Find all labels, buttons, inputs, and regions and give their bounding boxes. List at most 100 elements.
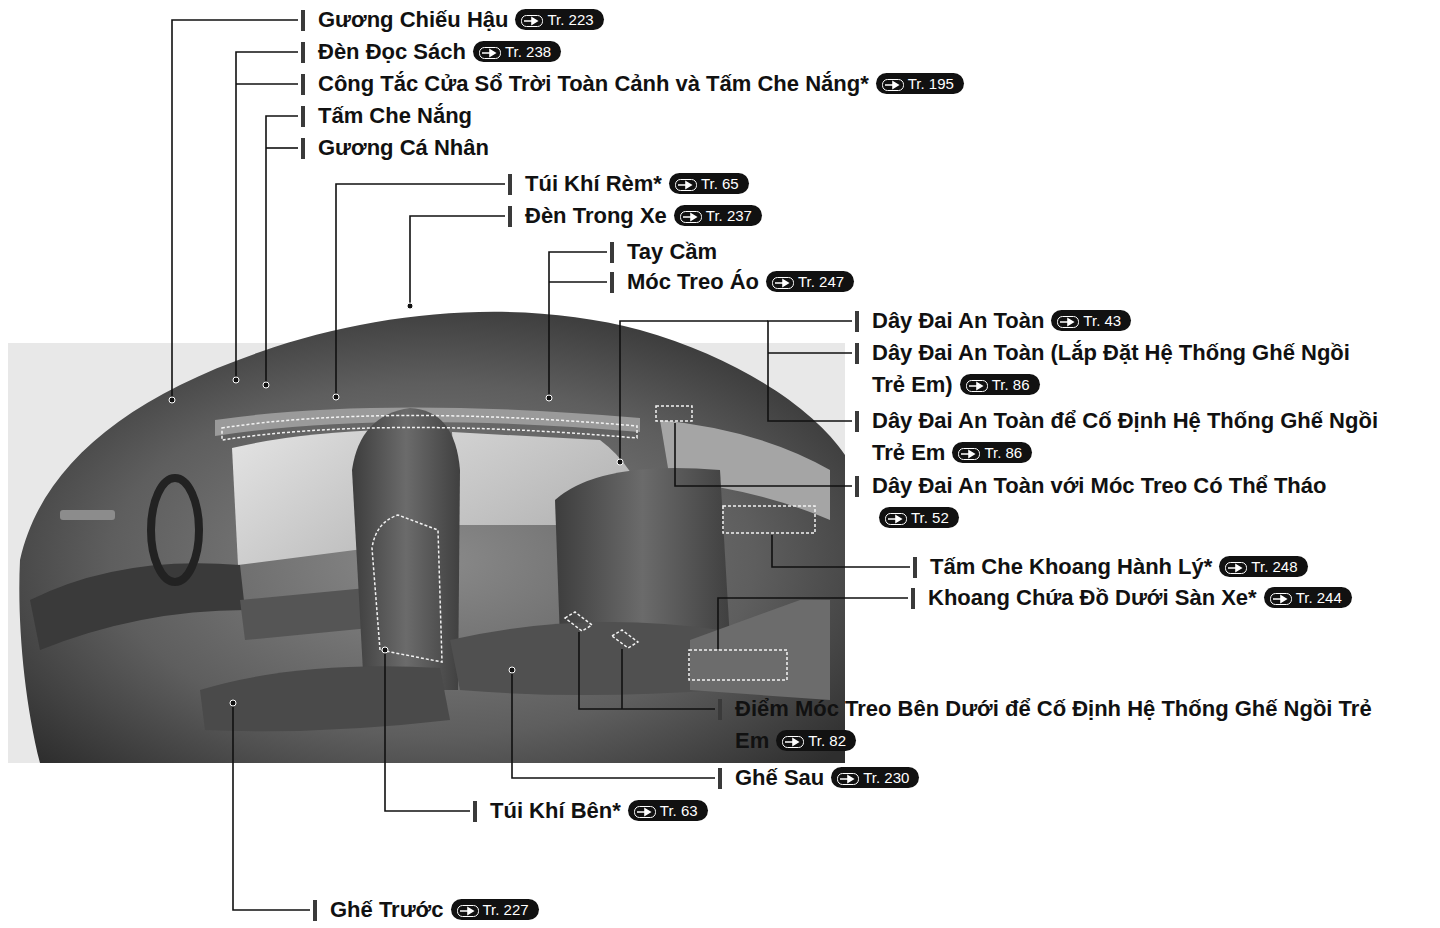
part-name: Dây Đai An Toàn xyxy=(872,308,1044,333)
label-bar xyxy=(855,476,859,497)
part-name: Ghế Sau xyxy=(735,765,824,790)
arrow-icon xyxy=(680,211,702,223)
front-seat-back xyxy=(352,408,460,690)
label-bar xyxy=(508,174,512,195)
part-name: Túi Khí Bên* xyxy=(490,798,621,823)
part-name: Gương Cá Nhân xyxy=(318,135,489,160)
steering-wheel xyxy=(151,478,199,582)
rear-seat-back xyxy=(555,468,730,640)
arrow-icon xyxy=(958,448,980,460)
label-bar xyxy=(913,557,917,578)
page-ref: Tr. 237 xyxy=(706,207,752,224)
leader-line xyxy=(512,670,715,778)
page-ref-badge: Tr. 248 xyxy=(1219,556,1307,577)
page-ref-badge: Tr. 223 xyxy=(515,9,603,30)
arrow-icon xyxy=(479,47,501,59)
storage-outline xyxy=(689,650,787,680)
leader-line xyxy=(410,216,505,306)
label-bar xyxy=(855,311,859,332)
arrow-icon xyxy=(782,736,804,748)
leader-dot xyxy=(509,667,515,673)
part-name: Tấm Che Khoang Hành Lý* xyxy=(930,554,1212,579)
page-ref-badge: Tr. 86 xyxy=(960,374,1040,395)
leader-dot xyxy=(617,459,623,465)
page-ref-badge: Tr. 244 xyxy=(1264,587,1352,608)
part-name: Công Tắc Cửa Sổ Trời Toàn Cảnh và Tấm Ch… xyxy=(318,71,869,96)
part-name: Móc Treo Áo xyxy=(627,269,759,294)
page-ref: Tr. 86 xyxy=(992,376,1030,393)
part-name: Đèn Trong Xe xyxy=(525,203,667,228)
page-ref: Tr. 247 xyxy=(798,273,844,290)
leader-dot xyxy=(333,394,339,400)
part-label: Công Tắc Cửa Sổ Trời Toàn Cảnh và Tấm Ch… xyxy=(318,68,964,100)
page-ref-badge: Tr. 238 xyxy=(473,41,561,62)
part-label: Móc Treo Áo Tr. 247 xyxy=(627,266,854,298)
leader-line xyxy=(549,281,607,283)
page-ref: Tr. 52 xyxy=(911,509,949,526)
part-name: Dây Đai An Toàn để Cố Định Hệ Thống Ghế … xyxy=(872,408,1378,465)
rear-seat-cushion xyxy=(450,622,720,695)
part-label: Ghế Sau Tr. 230 xyxy=(735,762,919,794)
leader-line xyxy=(172,20,298,400)
front-seat-cushion xyxy=(200,666,450,731)
leader-line xyxy=(718,598,908,649)
arrow-icon xyxy=(882,79,904,91)
part-label: Điểm Móc Treo Bên Dưới để Cố Định Hệ Thố… xyxy=(735,693,1375,757)
page-ref-badge: Tr. 65 xyxy=(669,173,749,194)
part-label: Dây Đai An Toàn Tr. 43 xyxy=(872,305,1131,337)
page-ref: Tr. 43 xyxy=(1083,312,1121,329)
arrow-icon xyxy=(675,179,697,191)
leader-line xyxy=(336,184,505,397)
part-label: Dây Đai An Toàn với Móc Treo Có Thể Tháo… xyxy=(872,470,1382,534)
page-ref: Tr. 230 xyxy=(863,769,909,786)
arrow-icon xyxy=(457,905,479,917)
leader-line xyxy=(549,252,607,398)
page-ref: Tr. 244 xyxy=(1296,589,1342,606)
part-name: Ghế Trước xyxy=(330,897,444,922)
page-ref: Tr. 223 xyxy=(547,11,593,28)
part-name: Tấm Che Nắng xyxy=(318,103,472,128)
anchor-outline xyxy=(565,612,592,631)
leader-dot xyxy=(407,303,413,309)
label-bar xyxy=(301,106,305,127)
cover-outline xyxy=(723,506,815,533)
page-ref-badge: Tr. 227 xyxy=(451,899,539,920)
leader-dot xyxy=(230,700,236,706)
label-bar xyxy=(610,242,614,263)
part-name: Tay Cầm xyxy=(627,239,717,264)
leader-line xyxy=(768,321,852,421)
label-bar xyxy=(718,768,722,789)
arrow-icon xyxy=(966,380,988,392)
label-bar xyxy=(718,699,722,720)
part-label: Tấm Che Khoang Hành Lý* Tr. 248 xyxy=(930,551,1308,583)
part-name: Túi Khí Rèm* xyxy=(525,171,662,196)
leader-dot xyxy=(169,397,175,403)
leader-line xyxy=(675,423,852,486)
leader-line xyxy=(266,147,298,149)
leader-line xyxy=(768,352,852,354)
leader-line xyxy=(772,535,910,567)
anchor-outline xyxy=(612,630,638,648)
arrow-icon xyxy=(521,15,543,27)
part-label: Khoang Chứa Đồ Dưới Sàn Xe*Tr. 244 xyxy=(928,582,1352,614)
page-ref: Tr. 238 xyxy=(505,43,551,60)
dashboard xyxy=(30,563,245,650)
leader-dot xyxy=(382,647,388,653)
label-bar xyxy=(508,206,512,227)
label-bar xyxy=(301,74,305,95)
page-ref-badge: Tr. 52 xyxy=(879,507,959,528)
leader-line xyxy=(236,83,298,85)
leader-line xyxy=(385,650,470,811)
part-name: Dây Đai An Toàn (Lắp Đặt Hệ Thống Ghế Ng… xyxy=(872,340,1350,397)
part-label: Ghế Trước Tr. 227 xyxy=(330,894,539,926)
label-bar xyxy=(473,801,477,822)
side-airbag-outline xyxy=(372,515,442,662)
arrow-icon xyxy=(772,277,794,289)
label-bar xyxy=(610,272,614,293)
part-name: Dây Đai An Toàn với Móc Treo Có Thể Tháo xyxy=(872,473,1326,498)
label-bar xyxy=(911,588,915,609)
page-ref-badge: Tr. 82 xyxy=(776,730,856,751)
page-ref: Tr. 248 xyxy=(1251,558,1297,575)
anchor-outline xyxy=(656,406,692,421)
